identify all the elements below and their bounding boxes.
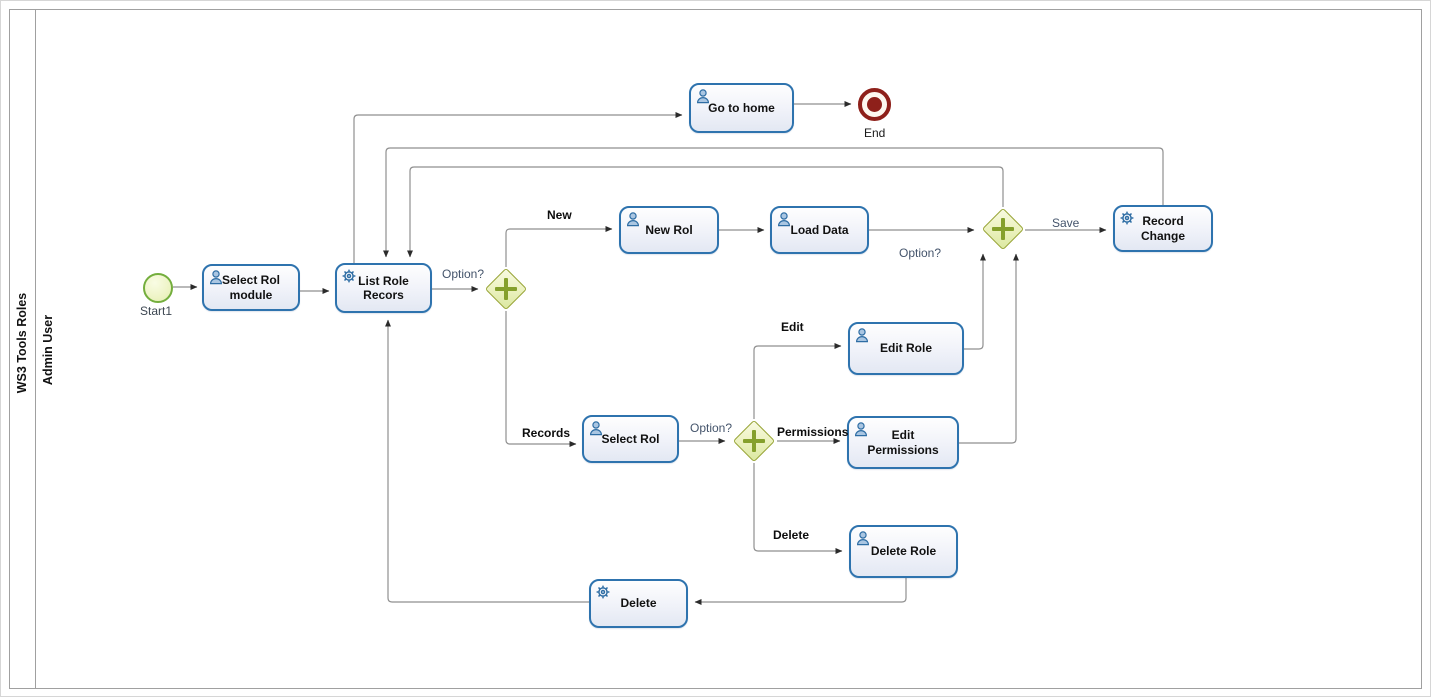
task-delete-role[interactable]: Delete Role <box>849 525 958 578</box>
flow-label-edit: Edit <box>781 320 804 334</box>
flow-label-delete: Delete <box>773 528 810 542</box>
end-circle-icon <box>867 97 882 112</box>
flow-delete-role-to-delete <box>694 578 907 605</box>
flow-label-save: Save <box>1052 216 1080 230</box>
task-record-change[interactable]: Record Change <box>1113 205 1213 252</box>
flow-edit-branch <box>753 343 842 419</box>
flow-list-to-go-home <box>353 112 683 263</box>
flow-record-change-to-list <box>383 147 1164 258</box>
flow-edit-role-to-merge-gateway <box>964 253 986 350</box>
task-edit-permissions[interactable]: Edit Permissions <box>847 416 959 469</box>
task-label: Delete <box>620 596 657 611</box>
end-event-label: End <box>864 126 886 140</box>
user-icon <box>776 211 792 227</box>
user-icon <box>588 420 604 436</box>
flow-delete-to-list <box>385 319 589 603</box>
flow-label-records: Records <box>522 426 571 440</box>
flow-merge-gateway-to-list <box>407 166 1004 258</box>
flow-records-branch <box>505 311 577 447</box>
pool-header-divider <box>35 10 36 688</box>
gear-icon <box>595 584 611 600</box>
task-delete[interactable]: Delete <box>589 579 688 628</box>
user-icon <box>854 327 870 343</box>
gear-icon <box>1119 210 1135 226</box>
task-new-rol[interactable]: New Rol <box>619 206 719 254</box>
user-icon <box>855 530 871 546</box>
user-icon <box>625 211 641 227</box>
task-label: New Rol <box>645 222 693 237</box>
start-event[interactable] <box>143 273 173 303</box>
gateway-merge-options[interactable] <box>981 207 1025 251</box>
task-label: Record Change <box>1140 214 1185 243</box>
task-edit-role[interactable]: Edit Role <box>848 322 964 375</box>
flow-edit-permissions-to-merge-gateway <box>959 253 1019 444</box>
flow-label-option-select: Option? <box>690 421 733 435</box>
flow-label-option-list: Option? <box>442 267 485 281</box>
flow-delete-branch <box>753 463 843 554</box>
user-icon <box>208 269 224 285</box>
flow-label-option-merge: Option? <box>899 246 942 260</box>
task-label: Edit Permissions <box>867 428 939 457</box>
task-label: List Role Recors <box>358 273 409 302</box>
flow-label-new: New <box>547 208 572 222</box>
gateway-record-options[interactable] <box>732 419 776 463</box>
task-load-data[interactable]: Load Data <box>770 206 869 254</box>
user-icon <box>853 421 869 437</box>
task-label: Delete Role <box>870 544 937 559</box>
task-label: Edit Role <box>879 341 932 356</box>
task-select-rol[interactable]: Select Rol <box>582 415 679 463</box>
flow-new-branch <box>505 226 613 267</box>
task-list-role-recors[interactable]: List Role Recors <box>335 263 432 313</box>
flow-label-permissions: Permissions <box>777 425 849 439</box>
user-icon <box>695 88 711 104</box>
start-event-label: Start1 <box>140 304 173 318</box>
task-label: Select Rol <box>601 431 660 446</box>
task-go-to-home[interactable]: Go to home <box>689 83 794 133</box>
gear-icon <box>341 268 357 284</box>
task-label: Select Rol module <box>221 273 281 302</box>
task-select-rol-module[interactable]: Select Rol module <box>202 264 300 311</box>
task-label: Go to home <box>708 100 775 115</box>
gateway-list-options[interactable] <box>484 267 528 311</box>
end-event[interactable] <box>858 88 891 121</box>
task-label: Load Data <box>790 222 849 237</box>
